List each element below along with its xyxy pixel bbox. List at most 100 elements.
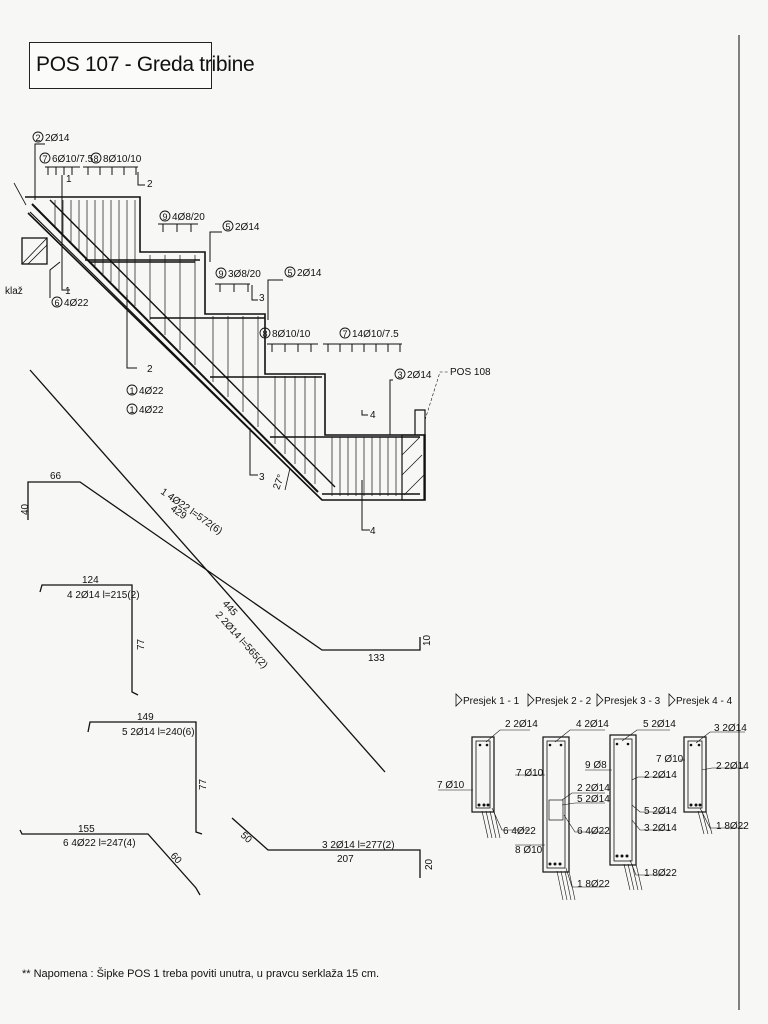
bar1-end: 10	[422, 634, 433, 646]
s4-label: 1 8Ø22	[716, 821, 749, 832]
section-2-title: Presjek 2 - 2	[535, 696, 592, 707]
bar-label: 2Ø14	[407, 370, 432, 381]
bar6-shape	[19, 829, 201, 896]
section-headers: Presjek 1 - 1 Presjek 2 - 2 Presjek 3 - …	[455, 693, 733, 707]
bar4-label: 4 2Ø14 l=215(2)	[67, 590, 140, 601]
bar-label: 14Ø10/7.5	[352, 329, 399, 340]
s2-label: 7 Ø10	[516, 768, 544, 779]
pos-num: 3	[398, 370, 403, 380]
section-mark: 3	[259, 472, 265, 483]
footnote: ** Napomena : Šipke POS 1 treba poviti u…	[22, 968, 380, 980]
bar6-diag: 60	[168, 851, 184, 867]
pos-num: 9	[163, 212, 168, 222]
bar4-top: 124	[82, 575, 99, 586]
s3-label: 2 2Ø14	[644, 770, 677, 781]
section-mark: 2	[147, 364, 153, 375]
bar1-bottom: 133	[368, 653, 385, 664]
s3-label: 5 2Ø14	[644, 806, 677, 817]
pos-num: 2	[36, 133, 41, 143]
pos-num: 5	[226, 222, 231, 232]
pos-num: 1	[130, 386, 135, 396]
bar-label: 2Ø14	[45, 133, 70, 144]
s2-label: 6 4Ø22	[577, 826, 610, 837]
right-support-block	[401, 434, 425, 501]
section-mark: 4	[370, 410, 376, 421]
bar-label: 6Ø10/7.5	[52, 154, 94, 165]
bar2-label: 2 2Ø14 l=565(2)	[213, 610, 270, 671]
section-1-outline	[471, 736, 495, 813]
bar2-shape	[29, 369, 386, 773]
pos-num: 8	[94, 154, 99, 164]
s3-label: 1 8Ø22	[644, 868, 677, 879]
bar-label: 8Ø10/10	[272, 329, 311, 340]
pos-num: 1	[130, 405, 135, 415]
s1-label: 6 4Ø22	[503, 826, 536, 837]
s1-label: 7 Ø10	[437, 780, 465, 791]
bar5-shape	[87, 721, 203, 835]
section-mark: 2	[147, 179, 153, 190]
bar-shapes	[19, 369, 421, 896]
pos-num: 8	[263, 329, 268, 339]
bar3-bottom: 207	[337, 854, 354, 865]
bar3-end: 20	[424, 858, 435, 870]
section-4-title: Presjek 4 - 4	[676, 696, 733, 707]
support-block	[21, 237, 48, 265]
s3-label: 3 2Ø14	[644, 823, 677, 834]
bar4-shape	[39, 584, 139, 696]
bar-1-main	[31, 203, 319, 493]
bar1-hook: 40	[20, 503, 31, 515]
klaz-label: klaž	[5, 286, 23, 297]
angle-label: 27°	[272, 473, 288, 491]
bar6-top: 155	[78, 824, 95, 835]
bar-label: 4Ø8/20	[172, 212, 205, 223]
elevation-labels: 2 2Ø14 7 6Ø10/7.5 8 8Ø10/10 9 4Ø8/20 5 2…	[5, 133, 491, 537]
section-1-title: Presjek 1 - 1	[463, 696, 520, 707]
pos-num: 7	[343, 329, 348, 339]
s3-label: 5 2Ø14	[643, 719, 676, 730]
bar-rakes	[34, 143, 402, 435]
bar-label: 8Ø10/10	[103, 154, 142, 165]
bar-label: 4Ø22	[64, 298, 89, 309]
pos-num: 9	[219, 269, 224, 279]
s4-label: 2 2Ø14	[716, 761, 749, 772]
bar3-label: 3 2Ø14 l=277(2)	[322, 840, 395, 851]
bar1-top: 66	[50, 471, 62, 482]
bar-label: 4Ø22	[139, 386, 164, 397]
s2-label: 5 2Ø14	[577, 794, 610, 805]
s2-label: 8 Ø10	[515, 845, 543, 856]
section-4-outline	[683, 736, 707, 813]
bar5-top: 149	[137, 712, 154, 723]
bar1-shape	[27, 481, 421, 651]
s1-label: 2 2Ø14	[505, 719, 538, 730]
stirrups	[54, 200, 397, 496]
s4-label: 7 Ø10	[656, 754, 684, 765]
bar3-left: 50	[238, 830, 254, 846]
bar5-label: 5 2Ø14 l=240(6)	[122, 727, 195, 738]
bar6-label: 6 4Ø22 l=247(4)	[63, 838, 136, 849]
section-2-outline	[542, 736, 570, 873]
pos108-label: POS 108	[450, 367, 491, 378]
drawing-title: POS 107 - Greda tribine	[36, 53, 255, 76]
beam-outline	[25, 196, 426, 501]
pos-num: 7	[43, 154, 48, 164]
bar5-side: 77	[198, 778, 209, 790]
pos-num: 5	[288, 268, 293, 278]
cross-sections: Presjek 1 - 1 Presjek 2 - 2 Presjek 3 - …	[437, 693, 749, 901]
s2-label: 1 8Ø22	[577, 879, 610, 890]
s2-label: 2 2Ø14	[577, 783, 610, 794]
s2-label: 4 2Ø14	[576, 719, 609, 730]
section-mark: 4	[370, 526, 376, 537]
section-mark: 1	[65, 286, 71, 297]
bar-label: 2Ø14	[297, 268, 322, 279]
section-3-title: Presjek 3 - 3	[604, 696, 661, 707]
section-mark: 3	[259, 293, 265, 304]
bar-label: 4Ø22	[139, 405, 164, 416]
bar4-side: 77	[136, 638, 147, 650]
pos-num: 6	[55, 298, 60, 308]
position-circles	[32, 131, 406, 415]
bar-label: 3Ø8/20	[228, 269, 261, 280]
bar3-shape	[231, 817, 421, 878]
s3-label: 9 Ø8	[585, 760, 607, 771]
